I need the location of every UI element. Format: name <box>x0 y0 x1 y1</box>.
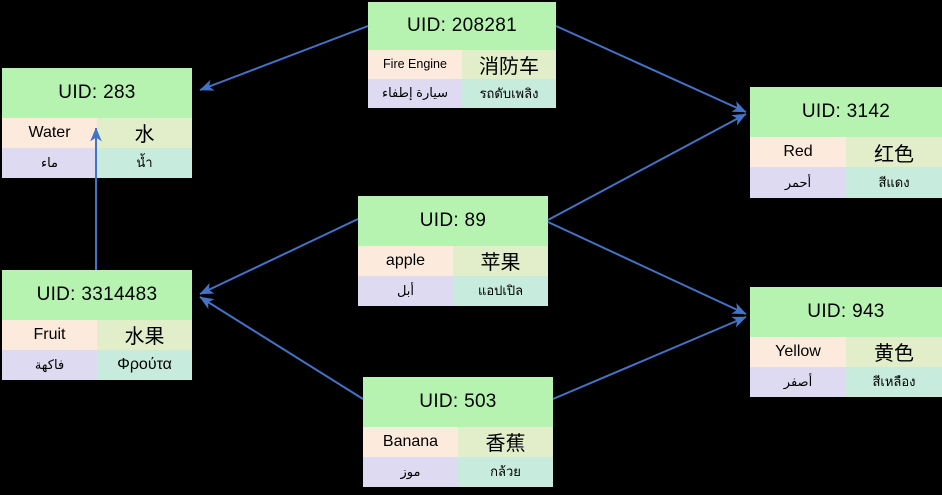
edge-banana-to-yellow <box>552 316 747 400</box>
node-uid-label: UID: 503 <box>363 377 553 427</box>
node-uid-label: UID: 283 <box>2 68 192 118</box>
node-uid-label: UID: 89 <box>358 196 548 246</box>
cell-arabic: أبل <box>358 275 453 306</box>
cell-arabic: فاكهة <box>2 349 97 380</box>
cell-arabic: أحمر <box>750 167 846 198</box>
cell-english: Water <box>2 117 97 148</box>
cell-chinese: 红色 <box>846 136 942 168</box>
cell-english: Fruit <box>2 319 97 350</box>
edge-fire-engine-to-red <box>555 25 747 113</box>
cell-thai: แอปเปิล <box>453 275 548 306</box>
cell-thai: กล้วย <box>458 456 553 487</box>
cell-arabic: أصفر <box>750 366 846 397</box>
cell-chinese: 苹果 <box>453 245 548 276</box>
edge-banana-to-fruit <box>199 296 364 400</box>
cell-english: Fire Engine <box>368 49 462 79</box>
cell-thai: รถดับเพลิง <box>462 78 556 108</box>
cell-chinese: 消防车 <box>462 49 556 79</box>
cell-chinese: 水 <box>97 117 192 148</box>
cell-chinese: 香蕉 <box>458 426 553 457</box>
node-fire-engine[interactable]: UID: 208281 Fire Engine 消防车 سيارة إطفاء … <box>368 2 556 108</box>
node-uid-label: UID: 943 <box>750 287 942 337</box>
node-uid-label: UID: 3314483 <box>2 270 192 320</box>
node-water[interactable]: UID: 283 Water 水 ماء น้ำ <box>2 68 192 178</box>
cell-arabic: موز <box>363 456 458 487</box>
edge-fire-engine-to-water <box>199 25 369 91</box>
cell-english: Yellow <box>750 336 846 367</box>
cell-english: apple <box>358 245 453 276</box>
cell-english: Red <box>750 136 846 168</box>
edge-apple-to-fruit <box>199 218 359 295</box>
node-uid-label: UID: 3142 <box>750 87 942 137</box>
cell-chinese: 黄色 <box>846 336 942 367</box>
cell-thai: สีเหลือง <box>846 366 942 397</box>
node-apple[interactable]: UID: 89 apple 苹果 أبل แอปเปิล <box>358 196 548 306</box>
edge-apple-to-yellow <box>547 221 747 315</box>
node-fruit[interactable]: UID: 3314483 Fruit 水果 فاكهة Φρούτα <box>2 270 192 380</box>
node-red[interactable]: UID: 3142 Red 红色 أحمر สีแดง <box>750 87 942 198</box>
cell-thai: สีแดง <box>846 167 942 198</box>
cell-greek: Φρούτα <box>97 349 192 380</box>
cell-arabic: سيارة إطفاء <box>368 78 462 108</box>
cell-arabic: ماء <box>2 147 97 178</box>
cell-chinese: 水果 <box>97 319 192 350</box>
edge-apple-to-red <box>547 113 747 221</box>
node-banana[interactable]: UID: 503 Banana 香蕉 موز กล้วย <box>363 377 553 487</box>
cell-english: Banana <box>363 426 458 457</box>
node-uid-label: UID: 208281 <box>368 2 556 50</box>
cell-thai: น้ำ <box>97 147 192 178</box>
node-yellow[interactable]: UID: 943 Yellow 黄色 أصفر สีเหลือง <box>750 287 942 397</box>
